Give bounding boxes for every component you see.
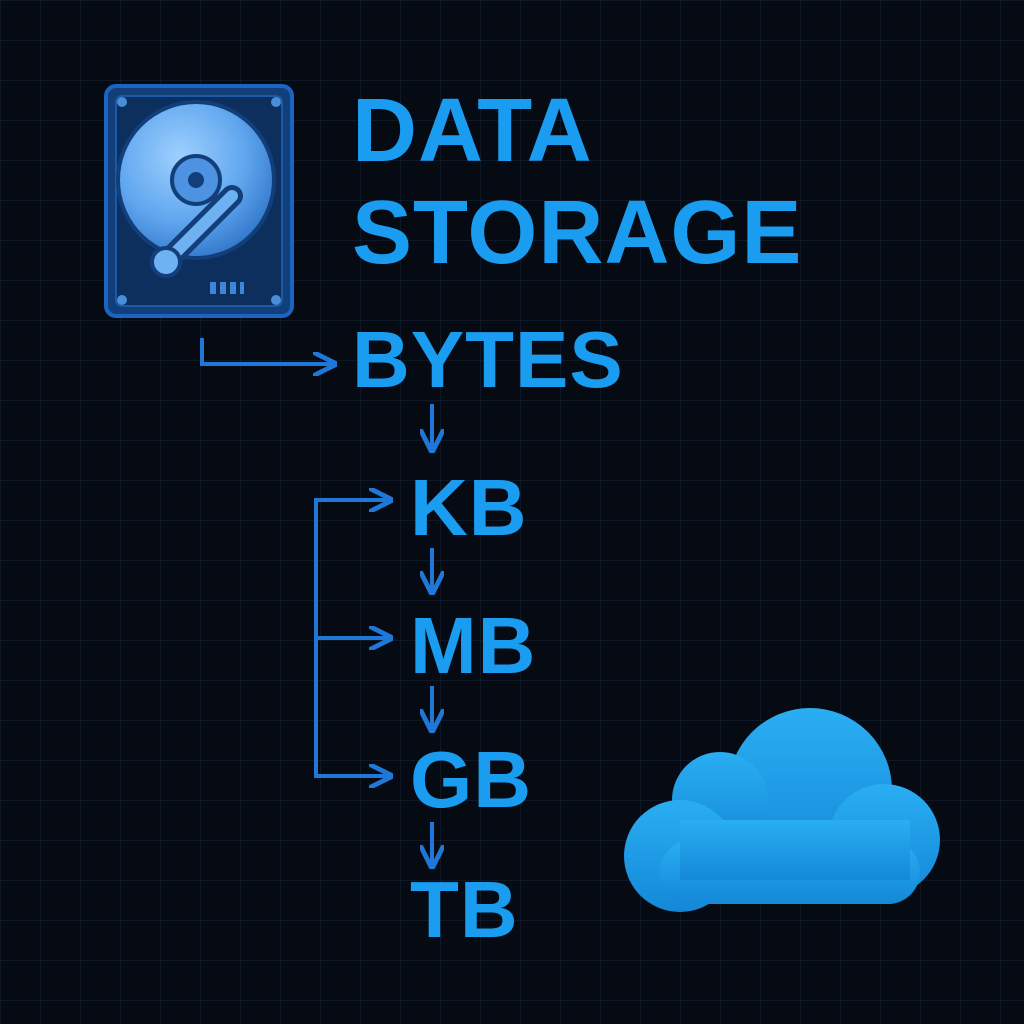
node-bytes: BYTES bbox=[352, 315, 624, 404]
arrow-drive-to-bytes bbox=[200, 338, 332, 364]
node-mb: MB bbox=[410, 601, 537, 690]
title-line-2: STORAGE bbox=[352, 183, 803, 283]
title-line-1: DATA bbox=[352, 81, 593, 181]
node-gb: GB bbox=[410, 735, 532, 824]
hard-drive-icon bbox=[104, 84, 294, 318]
node-tb: TB bbox=[410, 865, 519, 954]
cloud-icon bbox=[624, 708, 940, 912]
node-kb: KB bbox=[410, 463, 528, 552]
